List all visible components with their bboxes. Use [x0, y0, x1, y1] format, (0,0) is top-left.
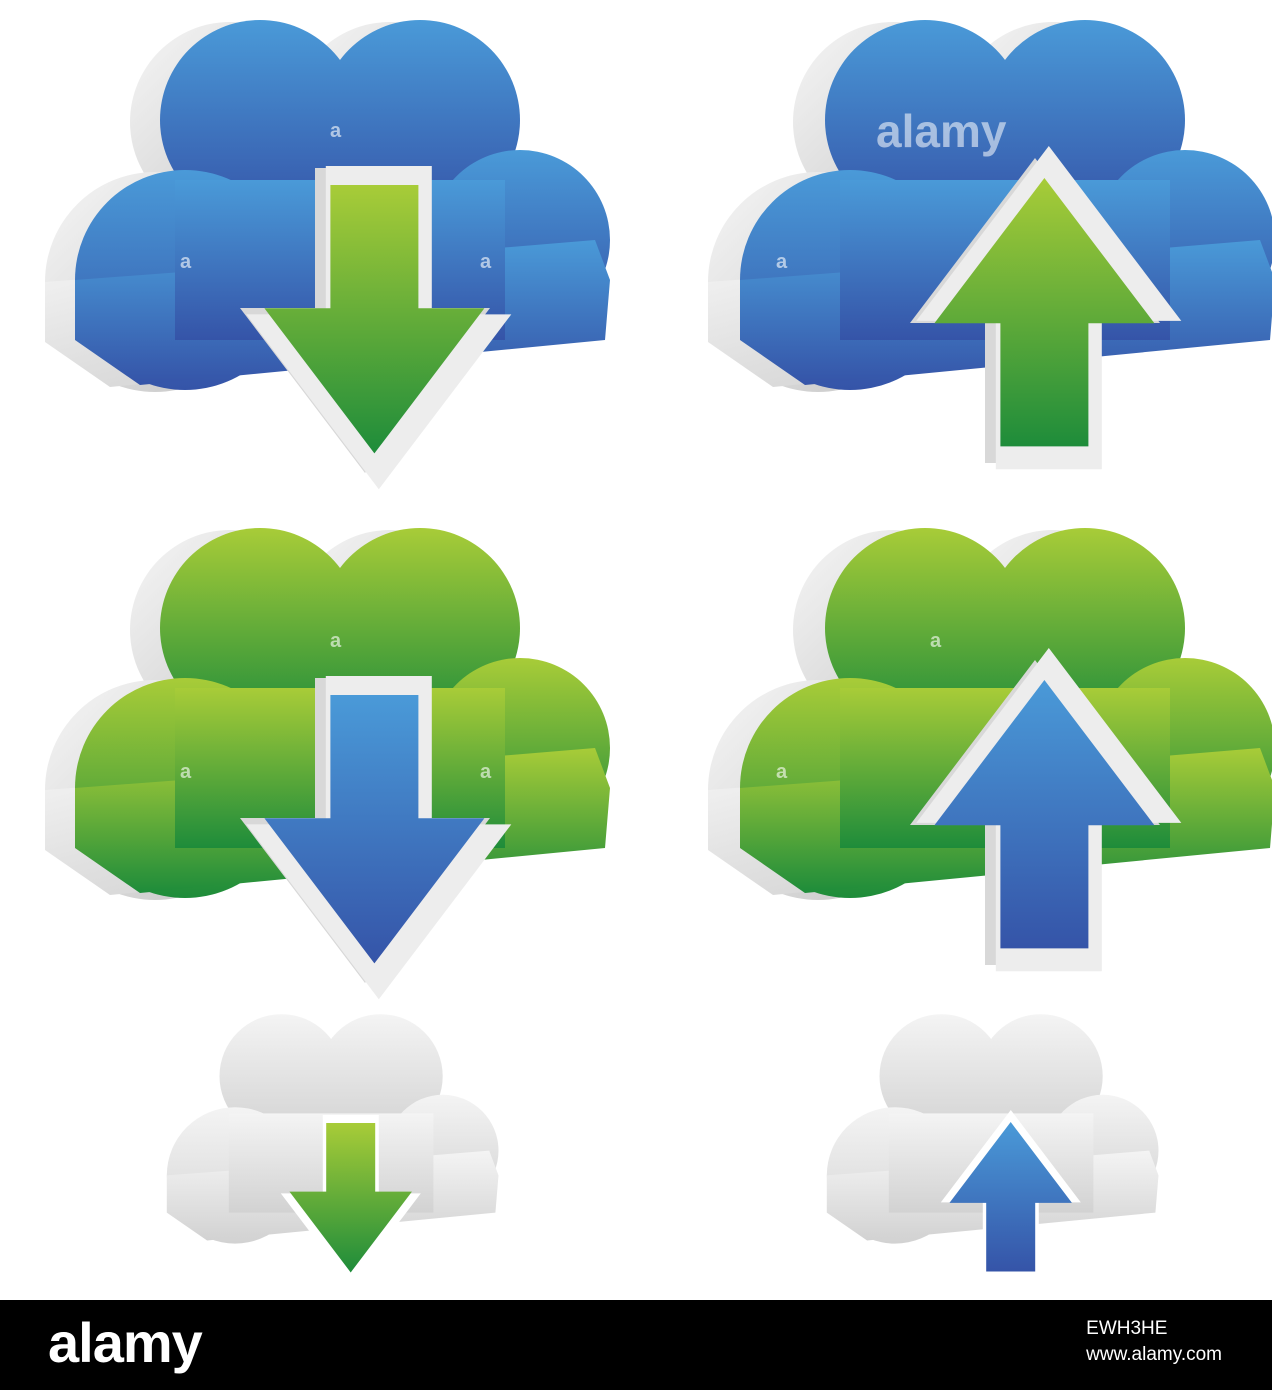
watermark-letter: a	[180, 251, 192, 273]
cloud-upload-icon: alamy a	[708, 20, 1272, 470]
watermark-text: alamy	[876, 105, 1007, 157]
cloud-upload-icon: a a	[708, 528, 1272, 972]
cloud-icons-artwork: a a a alamy a a a a	[45, 20, 1272, 1286]
cloud-upload-icon	[826, 1014, 1159, 1281]
footer-bar: alamy EWH3HE www.alamy.com	[0, 1300, 1272, 1390]
cloud-download-icon	[166, 1014, 499, 1286]
watermark-letter: a	[180, 761, 192, 783]
watermark-letter: a	[776, 251, 788, 273]
image-id: EWH3HE	[1086, 1318, 1168, 1339]
cloud-download-icon: a a a	[45, 20, 610, 490]
site-url: www.alamy.com	[1086, 1344, 1222, 1365]
watermark-letter: a	[776, 761, 788, 783]
image-info: EWH3HE www.alamy.com	[1086, 1316, 1222, 1368]
watermark-letter: a	[930, 630, 942, 652]
cloud-download-icon: a a a	[45, 528, 610, 1000]
watermark-letter: a	[480, 761, 492, 783]
watermark-letter: a	[330, 630, 342, 652]
alamy-logo: alamy	[48, 1311, 203, 1374]
watermark-letter: a	[480, 251, 492, 273]
watermark-letter: a	[330, 120, 342, 142]
